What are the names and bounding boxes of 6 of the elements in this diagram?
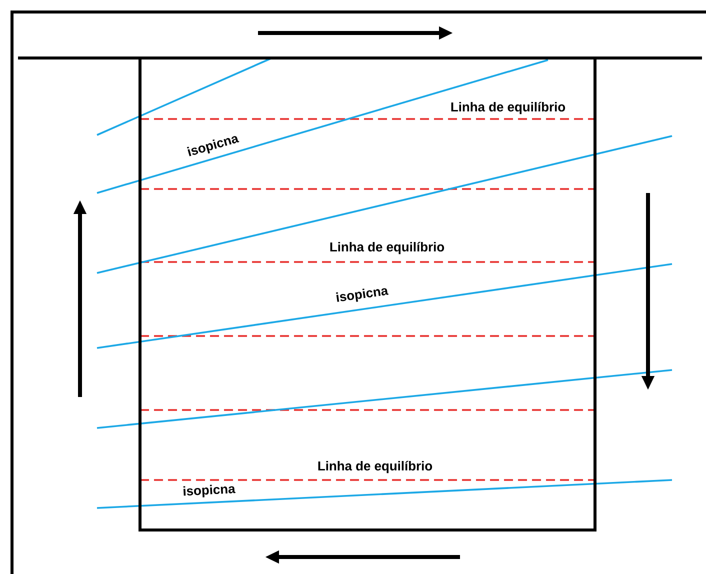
equilibrium-label: Linha de equilíbrio [318, 460, 432, 474]
isopycnal-label: isopicna [186, 136, 240, 156]
isopycnal-label: isopicna [336, 288, 389, 302]
equilibrium-label: Linha de equilíbrio [330, 242, 444, 254]
isopycnal-label: isopicna [183, 484, 236, 498]
equilibrium-label: Linha de equilíbrio [451, 102, 566, 114]
